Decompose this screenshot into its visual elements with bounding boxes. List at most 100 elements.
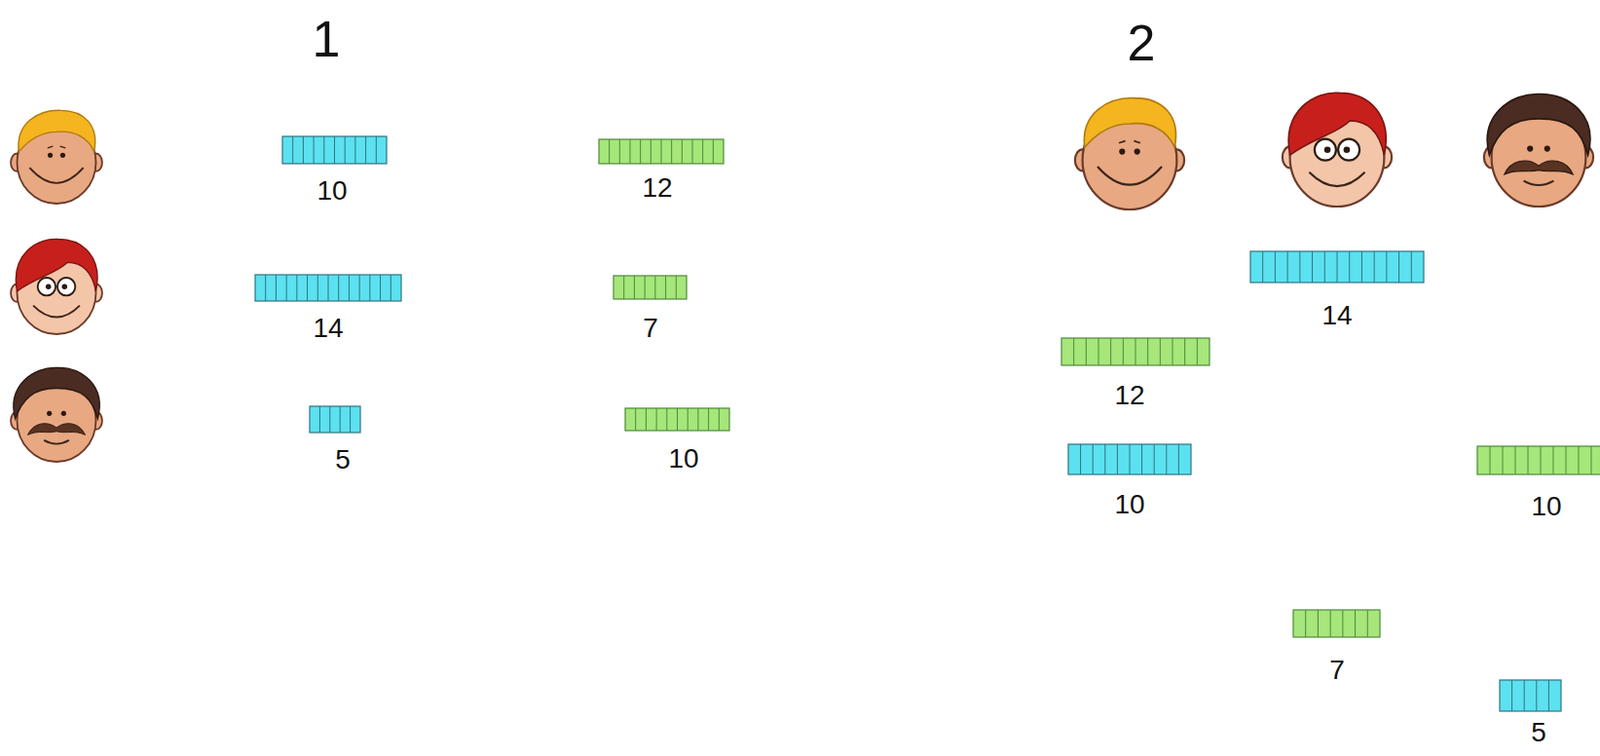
eyebrows (47, 146, 66, 149)
bar-cell-divider (1535, 679, 1537, 711)
unit-bar (255, 274, 402, 301)
bar-cell-divider (1548, 679, 1550, 711)
bar-cell-divider (1178, 444, 1180, 475)
bar-cell-divider (306, 274, 308, 301)
bar-fill (282, 136, 387, 164)
person-face (10, 110, 103, 204)
unit-bar (613, 275, 687, 299)
bar-fill (613, 275, 687, 299)
bar-fill (1293, 609, 1380, 637)
eye (1544, 146, 1551, 152)
bar-cell-divider (375, 136, 377, 164)
bar-fill (1068, 444, 1191, 475)
unit-bar (1477, 446, 1600, 475)
person-face (1075, 98, 1185, 210)
bar-cell-divider (692, 139, 694, 164)
bar-cell-divider (608, 139, 610, 164)
bar-cell-divider (1348, 251, 1350, 283)
bar-value: 5 (1530, 718, 1547, 746)
unit-bar (309, 406, 361, 433)
bar-cell-divider (1411, 251, 1413, 283)
bar-cell-divider (1565, 446, 1567, 475)
bar-cell-divider (650, 139, 652, 164)
bar-cell-divider (1367, 609, 1369, 637)
smile (29, 167, 83, 184)
bar-cell-divider (654, 275, 656, 299)
eye (60, 152, 66, 158)
bar-cell-divider (354, 136, 356, 164)
glasses (37, 277, 56, 296)
bar-cell-divider (623, 275, 625, 299)
bar-cell-divider (712, 139, 714, 164)
bar-cell-divider (702, 139, 704, 164)
panel-number: 2 (1127, 17, 1156, 69)
bar-cell-divider (633, 275, 635, 299)
person-face (10, 367, 103, 462)
bar-cell-divider (1330, 609, 1332, 637)
glasses (57, 277, 75, 296)
bar-cell-divider (344, 136, 346, 164)
person-face (10, 238, 103, 335)
unit-bar (1250, 251, 1424, 283)
bar-cell-divider (670, 139, 672, 164)
bar-cell-divider (1324, 251, 1326, 283)
bar-cell-divider (292, 136, 294, 164)
bar-cell-divider (349, 406, 351, 433)
bar-cell-divider (275, 274, 277, 301)
bar-cell-divider (676, 408, 678, 431)
bar-cell-divider (697, 408, 699, 431)
bar-cell-divider (348, 274, 350, 301)
bar-cell-divider (1287, 251, 1289, 283)
bar-cell-divider (1341, 609, 1343, 637)
mustache (28, 423, 86, 436)
bar-value: 10 (1530, 492, 1562, 521)
bar-cell-divider (317, 274, 319, 301)
bar-cell-divider (1398, 251, 1400, 283)
bar-cell-divider (329, 406, 331, 433)
bar-cell-divider (1262, 251, 1264, 283)
bar-cell-divider (1337, 251, 1339, 283)
eye (61, 410, 67, 416)
eye (1324, 146, 1332, 153)
eye (47, 152, 53, 158)
bar-cell-divider (1141, 444, 1143, 475)
bar-cell-divider (1385, 251, 1387, 283)
bar-cell-divider (1110, 337, 1112, 366)
bar-cell-divider (619, 139, 621, 164)
bar-fill (1499, 679, 1562, 711)
bar-cell-divider (1274, 251, 1276, 283)
bar-cell-divider (1122, 337, 1124, 366)
bar-cell-divider (681, 139, 683, 164)
bar-cell-divider (1196, 337, 1198, 366)
bar-cell-divider (1317, 609, 1319, 637)
bar-cell-divider (323, 136, 325, 164)
bar-cell-divider (359, 274, 361, 301)
person-face (1282, 92, 1392, 207)
bar-fill (255, 274, 402, 301)
unit-bar (598, 139, 724, 164)
bar-cell-divider (718, 408, 720, 431)
bar-cell-divider (379, 274, 381, 301)
glasses (1314, 139, 1337, 161)
bar-value: 10 (316, 177, 347, 205)
bar-cell-divider (328, 274, 330, 301)
bar-cell-divider (661, 139, 663, 164)
bar-cell-divider (1311, 251, 1313, 283)
hair (18, 110, 96, 151)
bar-cell-divider (1511, 679, 1513, 711)
bar-cell-divider (675, 275, 677, 299)
bar-cell-divider (264, 274, 266, 301)
bar-cell-divider (1104, 444, 1106, 475)
bar-value: 10 (668, 445, 699, 473)
bar-cell-divider (639, 139, 641, 164)
unit-bar (625, 408, 730, 431)
bar-cell-divider (1079, 444, 1081, 475)
bar-cell-divider (666, 408, 668, 431)
bar-cell-divider (1489, 446, 1491, 475)
hair (13, 367, 100, 418)
eye (45, 283, 52, 290)
bar-cell-divider (1591, 446, 1593, 475)
mustache (1504, 160, 1573, 175)
bar-cell-divider (1299, 251, 1301, 283)
bar-cell-divider (1092, 444, 1094, 475)
